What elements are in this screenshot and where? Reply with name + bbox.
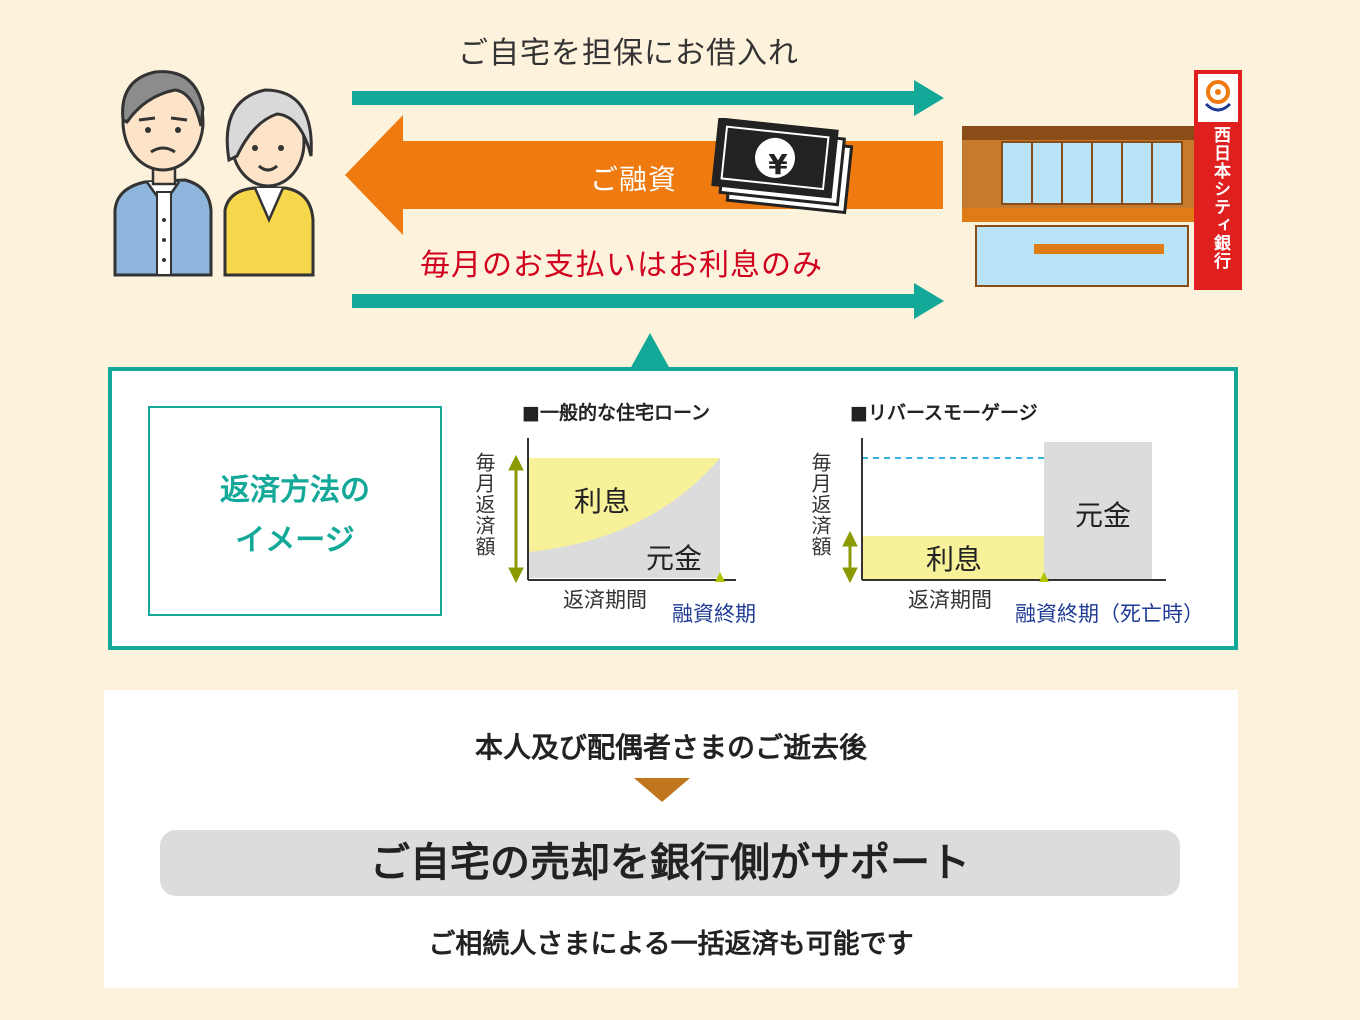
elderly-woman-icon <box>223 88 315 277</box>
banknote-icon: ¥ <box>711 118 854 215</box>
chart1-end-label: 融資終期 <box>672 602 756 626</box>
repayment-image-title-box: 返済方法の イメージ <box>148 406 442 616</box>
elderly-man-icon <box>113 70 213 277</box>
chart1-ylabel: 毎月返済額 <box>472 452 496 557</box>
chart1-interest-area <box>528 458 720 552</box>
after-death-panel: 本人及び配偶者さまのご逝去後 ご自宅の売却を銀行側がサポート ご相続人さまによる… <box>104 690 1238 988</box>
chart2-xlabel: 返済期間 <box>908 588 992 612</box>
collateral-label: ご自宅を担保にお借入れ <box>458 36 799 71</box>
chart-reverse-mortgage <box>842 438 1166 584</box>
chart1-interest-label: 利息 <box>574 485 631 518</box>
chart1-y-arrow <box>508 454 524 584</box>
lump-sum-note: ご相続人さまによる一括返済も可能です <box>428 929 914 960</box>
interest-only-label: 毎月のお支払いはお利息のみ <box>420 248 823 283</box>
bank-building-illustration <box>962 70 1242 290</box>
chart2-interest-label: 利息 <box>926 543 983 576</box>
arrow-to-bank-bottom <box>352 283 944 319</box>
repayment-image-title: 返済方法の イメージ <box>220 473 370 558</box>
chart2-interest-bar <box>862 536 1044 580</box>
chart-title-conventional: ■一般的な住宅ローン <box>522 402 711 424</box>
sale-support-banner: ご自宅の売却を銀行側がサポート <box>160 830 1180 896</box>
chart2-principal-bar <box>1044 442 1152 580</box>
chart-conventional-loan <box>508 438 736 584</box>
chart2-ylabel: 毎月返済額 <box>808 452 832 557</box>
svg-text:¥: ¥ <box>768 148 788 181</box>
chart2-end-marker <box>1039 572 1049 582</box>
after-death-heading: 本人及び配偶者さまのご逝去後 <box>474 731 867 764</box>
sale-support-text: ご自宅の売却を銀行側がサポート <box>370 840 970 886</box>
chart1-xlabel: 返済期間 <box>563 588 647 612</box>
chart1-principal-label: 元金 <box>646 542 703 575</box>
chart2-y-arrow <box>842 530 858 584</box>
bank-sign: 西日本シティ銀行 <box>1210 126 1230 270</box>
arrow-to-bank-top <box>352 80 944 116</box>
bank-logo-icon <box>1204 80 1232 112</box>
loan-label: ご融資 <box>590 163 678 196</box>
chart2-end-label: 融資終期（死亡時） <box>1015 602 1204 626</box>
elderly-couple-illustration <box>113 70 315 277</box>
chart1-end-marker <box>715 572 725 582</box>
down-arrow-icon <box>634 778 690 802</box>
frame-pointer <box>630 333 670 369</box>
chart-title-reverse: ■リバースモーゲージ <box>850 402 1038 424</box>
chart2-principal-label: 元金 <box>1075 499 1132 532</box>
